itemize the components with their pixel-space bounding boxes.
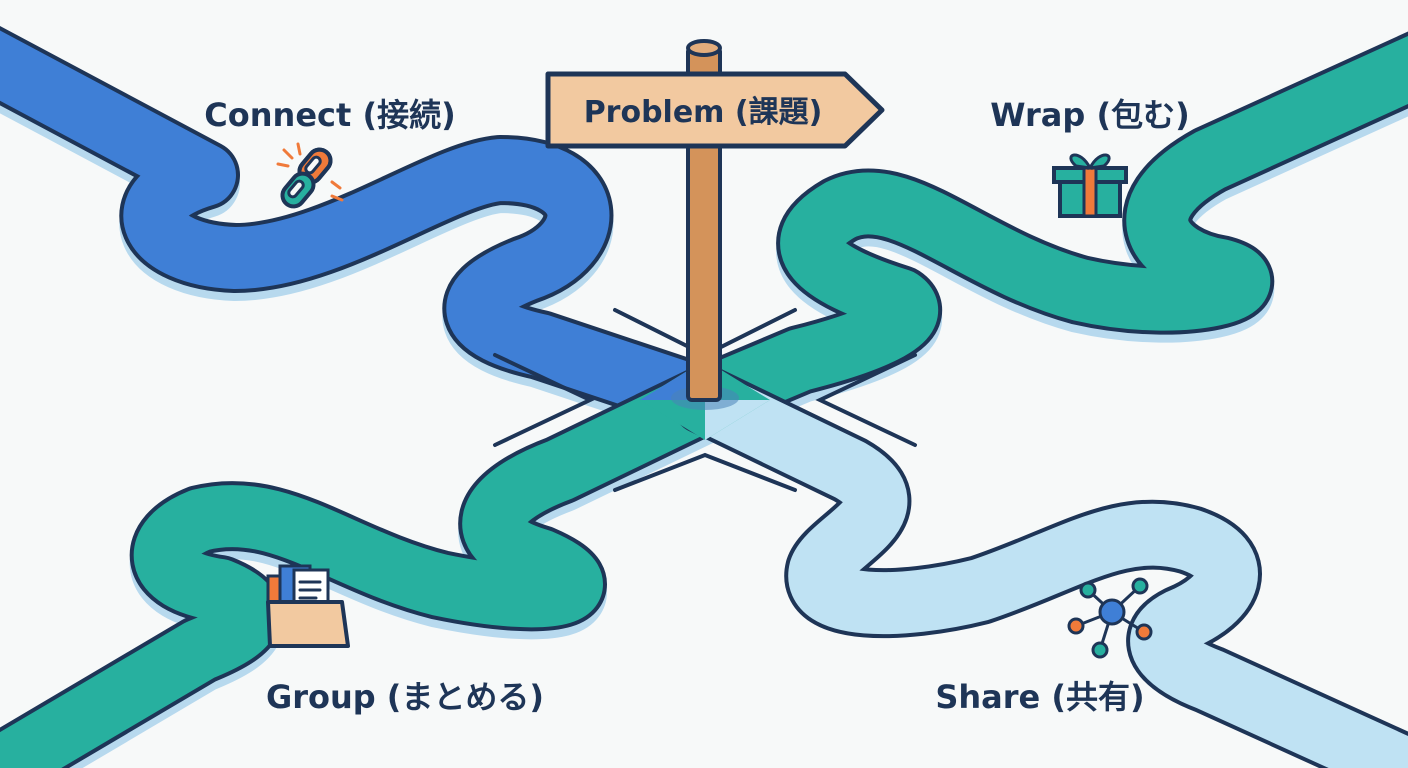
signpost-label: Problem (課題) xyxy=(584,95,823,130)
folder-documents-icon xyxy=(266,564,350,648)
road-group xyxy=(0,365,740,768)
label-wrap: Wrap (包む) xyxy=(990,96,1189,134)
label-connect: Connect (接続) xyxy=(204,96,455,134)
signpost: Problem (課題) xyxy=(545,39,885,402)
label-group: Group (まとめる) xyxy=(266,678,544,716)
label-share: Share (共有) xyxy=(935,678,1144,716)
road-wrap xyxy=(670,31,1408,443)
gift-box-icon xyxy=(1052,153,1128,218)
road-connect xyxy=(0,26,740,443)
signpost-board xyxy=(545,71,885,149)
chain-link-icon xyxy=(276,142,344,209)
network-share-icon xyxy=(1067,577,1153,659)
road-share xyxy=(670,365,1408,768)
